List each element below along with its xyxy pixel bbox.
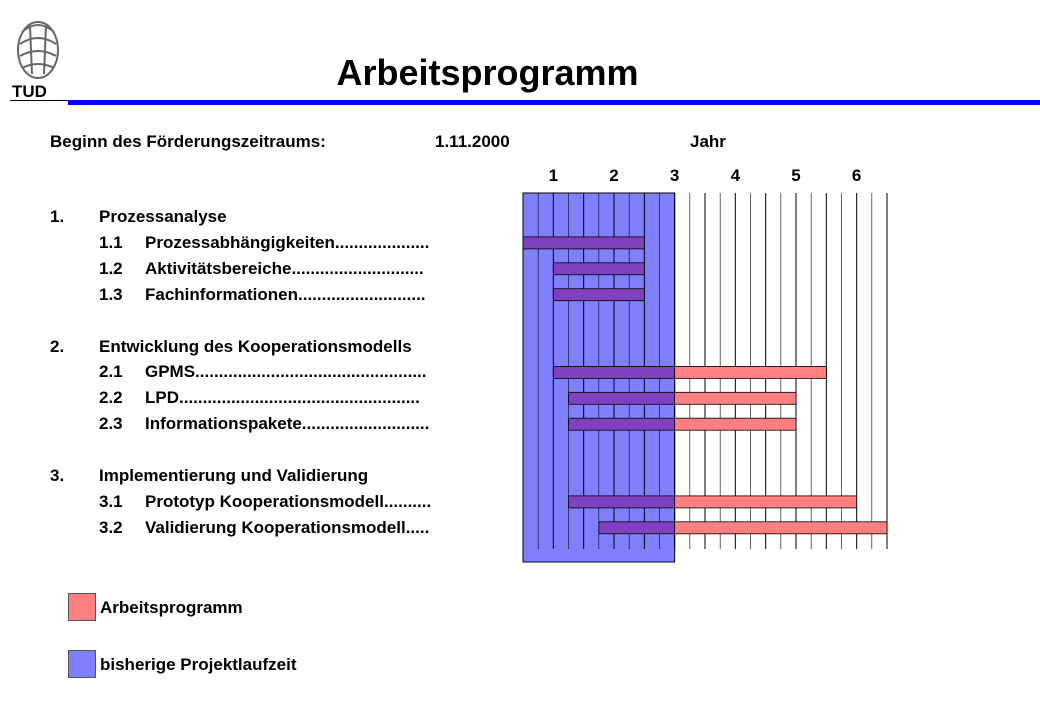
task-bar-planned — [674, 417, 797, 431]
legend-swatch-plan — [68, 593, 96, 621]
task-number: 1.1 — [99, 232, 123, 252]
task-number: 3.1 — [99, 491, 123, 511]
logo-text: TUD — [12, 82, 47, 101]
task-label: Prototyp Kooperationsmodell.......... — [145, 491, 432, 511]
group-number: 3. — [50, 466, 65, 485]
legend-swatch-progress — [68, 650, 96, 678]
group-title: Entwicklung des Kooperationsmodells — [99, 336, 412, 356]
task-bar-completed — [552, 262, 645, 276]
year-tick-label: 4 — [730, 166, 741, 185]
task-bar-completed — [598, 521, 676, 535]
task-bar-completed — [552, 365, 676, 379]
page-title: Arbeitsprogramm — [336, 52, 639, 93]
task-bar-planned — [674, 495, 858, 509]
group-number: 2. — [50, 336, 65, 356]
task-label: Validierung Kooperationsmodell..... — [145, 517, 430, 537]
task-number: 1.2 — [99, 258, 123, 278]
header-rule — [68, 100, 1040, 105]
legend-label-plan: Arbeitsprogramm — [100, 598, 243, 617]
group-title: Implementierung und Validierung — [99, 466, 369, 485]
year-tick-label: 5 — [791, 166, 801, 185]
year-label: Jahr — [690, 132, 726, 151]
task-number: 3.2 — [99, 517, 123, 537]
task-bar-completed — [568, 417, 676, 431]
task-label: Aktivitätsbereiche......................… — [145, 258, 424, 278]
group-number: 1. — [50, 207, 65, 226]
year-tick-label: 1 — [548, 166, 559, 185]
year-tick-label: 3 — [669, 166, 680, 185]
task-bar-planned — [674, 521, 888, 535]
task-number: 1.3 — [99, 284, 123, 304]
task-label: LPD.....................................… — [145, 388, 420, 408]
legend-label-progress: bisherige Projektlaufzeit — [100, 655, 297, 674]
year-tick-label: 2 — [609, 166, 619, 185]
task-label: Fachinformationen.......................… — [145, 284, 426, 304]
task-number: 2.2 — [99, 388, 123, 408]
task-bar-completed — [552, 288, 645, 302]
task-bar-completed — [568, 391, 676, 405]
task-label: GPMS....................................… — [145, 362, 427, 382]
task-label: Prozessabhängigkeiten...................… — [145, 232, 430, 252]
task-label: Informationspakete......................… — [145, 414, 430, 434]
start-label: Beginn des Förderungszeitraums: — [50, 132, 326, 151]
task-bar-planned — [674, 391, 797, 405]
task-number: 2.3 — [99, 414, 123, 434]
task-bar-planned — [674, 365, 827, 379]
group-title: Prozessanalyse — [99, 207, 227, 226]
header-rule-left — [10, 100, 68, 101]
year-tick-label: 6 — [851, 166, 862, 185]
task-bar-completed — [522, 236, 645, 250]
task-bar-completed — [568, 495, 676, 509]
start-date: 1.11.2000 — [435, 132, 510, 151]
task-number: 2.1 — [99, 362, 123, 382]
university-logo — [17, 21, 59, 79]
